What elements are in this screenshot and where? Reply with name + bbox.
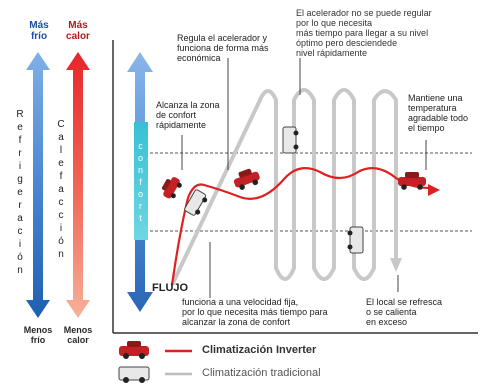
red-car-icon bbox=[233, 168, 260, 190]
legend-gray-van-icon bbox=[118, 366, 150, 383]
traditional-curve bbox=[170, 88, 398, 286]
cold-bottom-label: Menos frío bbox=[23, 325, 53, 345]
heating-letter: c bbox=[58, 210, 64, 221]
confort-letter: r bbox=[139, 201, 143, 211]
refrigeration-letter: ó bbox=[17, 252, 23, 263]
inverter-arrowhead bbox=[428, 184, 440, 196]
refrigeration-letter: r bbox=[18, 200, 22, 211]
legend-red-car-icon bbox=[119, 341, 149, 359]
confort-letter: n bbox=[137, 165, 144, 175]
reach-comfort-note: Alcanza la zona de confort rápidamente bbox=[156, 100, 220, 130]
heating-letter: a bbox=[58, 184, 64, 195]
hot-bottom-label: Menos calor bbox=[63, 325, 93, 345]
refrigeration-letter: r bbox=[18, 148, 22, 159]
confort-letter: o bbox=[137, 153, 144, 163]
refrigeration-letter: c bbox=[17, 226, 23, 237]
refrigeration-letter: i bbox=[18, 161, 22, 172]
flujo-label: FLUJO bbox=[152, 282, 189, 294]
legend-inverter-text: Climatización Inverter bbox=[202, 344, 317, 356]
confort-letter: c bbox=[138, 141, 144, 151]
confort-letter: o bbox=[137, 189, 144, 199]
refrigeration-letter: R bbox=[16, 109, 24, 120]
gray-van-icon bbox=[282, 126, 299, 154]
refrigeration-letter: i bbox=[18, 239, 22, 250]
refrigeration-letter: a bbox=[17, 213, 23, 224]
traditional-arrowhead bbox=[390, 258, 402, 272]
refrigeration-letter: n bbox=[17, 265, 23, 276]
gray-van-icon bbox=[347, 226, 364, 254]
heating-letter: f bbox=[59, 171, 63, 182]
red-car-icon bbox=[161, 177, 182, 199]
cold-top-label: Más frío bbox=[29, 20, 49, 42]
confort-letter: t bbox=[139, 213, 143, 223]
refrigeration-arrow bbox=[26, 52, 50, 318]
room-cools-note: El local se refresca o se calienta en ex… bbox=[366, 297, 443, 327]
hot-top-label: Más calor bbox=[66, 20, 90, 42]
heating-letter: c bbox=[58, 197, 64, 208]
refrigeration-letter: e bbox=[17, 187, 23, 198]
red-car-icon bbox=[398, 172, 426, 190]
inverter-curve bbox=[170, 167, 431, 286]
heating-letter: i bbox=[59, 223, 63, 234]
refrigeration-letter: f bbox=[18, 135, 22, 146]
regulates-note: Regula el acelerador y funciona de forma… bbox=[177, 33, 269, 63]
heating-letter: e bbox=[58, 158, 64, 169]
heating-arrow bbox=[66, 52, 90, 318]
keeps-temp-note: Mantiene una temperatura agradable todo … bbox=[408, 93, 469, 133]
gray-van-icon bbox=[184, 189, 208, 216]
confort-letter: f bbox=[139, 177, 143, 187]
heating-letter: a bbox=[58, 132, 64, 143]
refrigeration-letter: g bbox=[17, 174, 23, 185]
heating-letter: n bbox=[58, 249, 64, 260]
heating-letter: ó bbox=[58, 236, 64, 247]
heating-letter: l bbox=[59, 145, 63, 156]
legend-traditional-text: Climatización tradicional bbox=[202, 367, 321, 379]
refrigeration-letter: e bbox=[17, 122, 23, 133]
confort-arrow bbox=[127, 52, 153, 312]
heating-letter: C bbox=[57, 119, 65, 130]
fixed-speed-note: funciona a una velocidad fija, por lo qu… bbox=[182, 297, 328, 327]
cannot-regulate-note: El acelerador no se puede regular por lo… bbox=[296, 8, 432, 58]
